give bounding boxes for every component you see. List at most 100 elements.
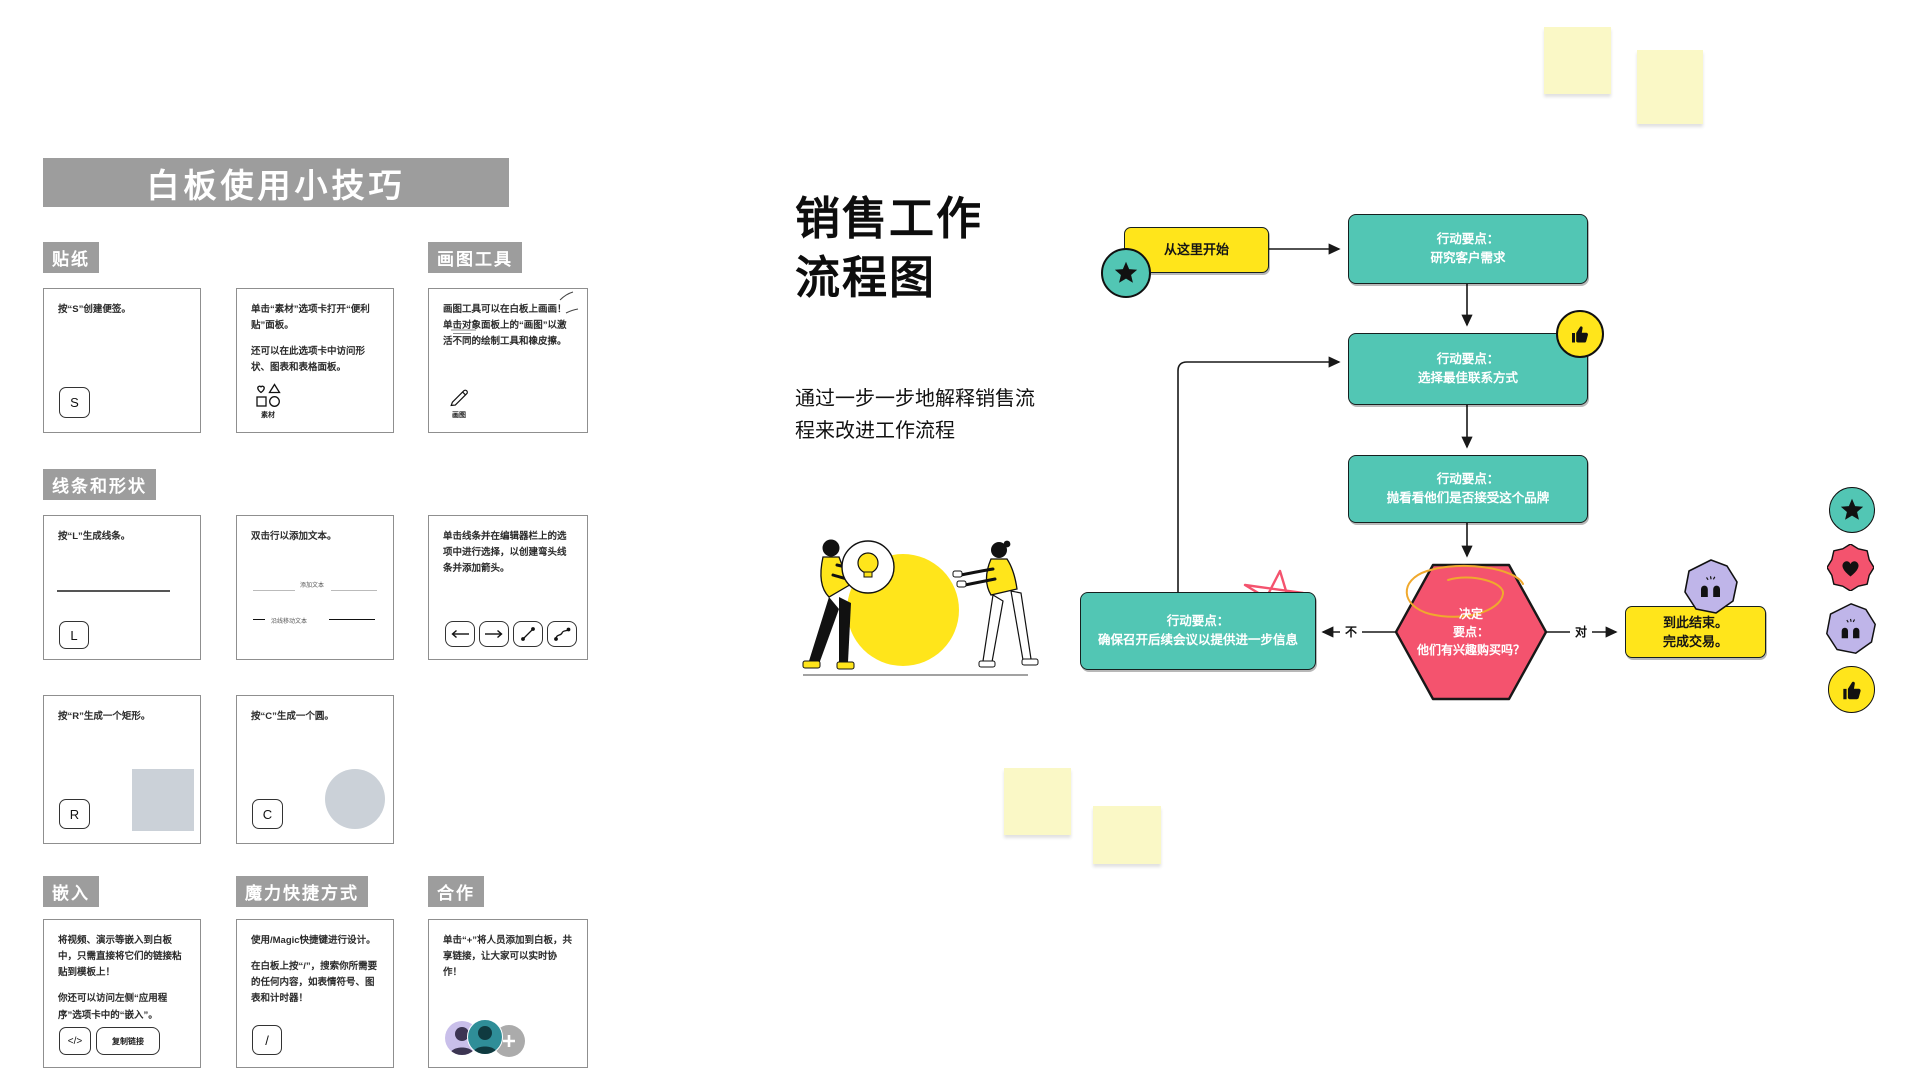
sticker-star[interactable] — [1829, 487, 1875, 533]
illustration-svg — [802, 539, 1039, 676]
assets-shapes-iconblock: 素材 — [255, 382, 281, 420]
sample-line-black-left — [253, 619, 265, 620]
pencil-iconblock: 画图 — [448, 386, 470, 420]
shapes-icon — [256, 383, 281, 407]
collaborator-avatar-2 — [467, 1019, 503, 1055]
end-raised-hands-sticker[interactable] — [1682, 558, 1740, 616]
card-text: 单击“+”将人员添加到白板，共享链接，让大家可以实时协作！ — [443, 935, 573, 979]
node-line: 他们有兴趣购买吗？ — [1416, 643, 1525, 657]
node-brand[interactable]: 行动要点： 抛看看他们是否接受这个品牌 — [1348, 455, 1588, 523]
section-label-collab[interactable]: 合作 — [428, 876, 484, 907]
card-magic-shortcuts-tip[interactable]: 使用/Magic快捷键进行设计。 在白板上按“/”，搜索你所需要的任何内容，如表… — [236, 919, 394, 1068]
contact-thumbs-up-badge[interactable] — [1556, 310, 1604, 358]
pencil-icon — [450, 389, 468, 407]
node-line: 选择最佳联系方式 — [1417, 371, 1518, 385]
keycap-l: L — [59, 621, 89, 649]
tips-title: 白板使用小技巧 — [146, 166, 406, 204]
card-text: 还可以在此选项卡中访问形状、图表和表格面板。 — [251, 346, 366, 374]
card-text: 按“L”生成线条。 — [58, 531, 131, 542]
node-line: 行动要点： — [1166, 613, 1230, 628]
node-start[interactable]: 从这里开始 — [1124, 227, 1269, 273]
card-sticky-note-tip[interactable]: 按“S”创建便签。 S — [43, 288, 201, 433]
section-label-embed[interactable]: 嵌入 — [43, 876, 99, 907]
line-style-button-connector — [513, 621, 543, 647]
sticker-raised-hands[interactable] — [1824, 602, 1878, 656]
card-text: 画图工具可以在白板上画画！单击对象面板上的“画图”以激活不同的绘制工具和橡皮擦。 — [443, 304, 567, 348]
sticker-heart[interactable] — [1827, 544, 1874, 591]
sticky-note[interactable] — [1093, 806, 1161, 864]
card-text: 双击行以添加文本。 — [251, 531, 337, 542]
card-collaborate-tip[interactable]: 单击“+”将人员添加到白板，共享链接，让大家可以实时协作！ — [428, 919, 588, 1068]
card-drawing-tools-tip[interactable]: 画图工具可以在白板上画画！单击对象面板上的“画图”以激活不同的绘制工具和橡皮擦。… — [428, 288, 588, 433]
node-decision[interactable]: 决定 要点： 他们有兴趣购买吗？ — [1396, 565, 1546, 699]
sticky-note[interactable] — [1004, 768, 1071, 835]
assets-icon-label: 素材 — [261, 412, 275, 419]
section-label-magic-shortcuts[interactable]: 魔力快捷方式 — [236, 876, 368, 907]
person-icon — [450, 1027, 474, 1055]
keycap-code: </> — [59, 1027, 91, 1055]
connector-line-icon — [521, 627, 535, 641]
start-star-badge[interactable] — [1101, 248, 1151, 298]
add-collaborator-button — [493, 1025, 525, 1057]
sticky-note[interactable] — [1637, 50, 1703, 124]
thumbs-up-icon — [1842, 681, 1861, 699]
card-text: 在白板上按“/”，搜索你所需要的任何内容，如表情符号、图表和计时器！ — [251, 961, 378, 1005]
node-line: 决定 — [1458, 607, 1483, 621]
edge-followup-loop-contact — [1177, 356, 1341, 592]
card-assets-tip[interactable]: 单击“素材”选项卡打开“便利贴”面板。 还可以在此选项卡中访问形状、图表和表格面… — [236, 288, 394, 433]
arrow-left-line-icon — [451, 629, 469, 639]
node-contact[interactable]: 行动要点： 选择最佳联系方式 — [1348, 333, 1588, 405]
sample-rectangle — [132, 769, 194, 831]
section-label-stickers[interactable]: 贴纸 — [43, 242, 99, 273]
node-line: 研究客户需求 — [1430, 251, 1506, 265]
edge-label-no: 不 — [1340, 623, 1363, 640]
sticker-thumbs-up[interactable] — [1828, 666, 1875, 713]
tips-title-banner[interactable]: 白板使用小技巧 — [43, 158, 509, 207]
flowchart-title[interactable]: 销售工作流程图 — [795, 193, 984, 303]
person-icon — [473, 1026, 497, 1054]
card-elbow-lines-tip[interactable]: 单击线条并在编辑器栏上的选项中进行选择，以创建弯头线条并添加箭头。 — [428, 515, 588, 660]
node-research[interactable]: 行动要点： 研究客户需求 — [1348, 214, 1588, 284]
card-text: 你还可以访问左侧“应用程序”选项卡中的“嵌入”。 — [58, 993, 168, 1021]
illustration-two-people-idea[interactable] — [793, 515, 1043, 685]
sample-line-add-text-label: 添加文本 — [299, 583, 324, 589]
sticky-note[interactable] — [1544, 27, 1611, 94]
raised-hands-icon — [1684, 559, 1738, 614]
card-text: 将视频、演示等嵌入到白板中，只需直接将它们的链接粘贴到模板上！ — [58, 935, 182, 979]
card-line-text-tip[interactable]: 双击行以添加文本。 添加文本 沿线移动文本 — [236, 515, 394, 660]
card-line-tip[interactable]: 按“L”生成线条。 L — [43, 515, 201, 660]
curved-connector-icon — [554, 627, 571, 641]
node-line: 完成交易。 — [1662, 634, 1728, 649]
keycap-s: S — [59, 387, 90, 418]
card-text: 单击“素材”选项卡打开“便利贴”面板。 — [251, 304, 370, 332]
keycap-c: C — [252, 799, 283, 829]
copy-link-button: 复制链接 — [96, 1027, 160, 1055]
card-text: 单击线条并在编辑器栏上的选项中进行选择，以创建弯头线条并添加箭头。 — [443, 531, 567, 575]
node-end[interactable]: 到此结束。 完成交易。 — [1625, 606, 1766, 658]
line-style-button-curve — [547, 621, 577, 647]
section-label-lines-shapes[interactable]: 线条和形状 — [43, 469, 156, 500]
arrow-right-line-icon — [485, 629, 503, 639]
card-rectangle-tip[interactable]: 按“R”生成一个矩形。 R — [43, 695, 201, 844]
card-embed-tip[interactable]: 将视频、演示等嵌入到白板中，只需直接将它们的链接粘贴到模板上！ 你还可以访问左侧… — [43, 919, 201, 1068]
keycap-slash: / — [252, 1025, 282, 1055]
section-label-drawing-tools[interactable]: 画图工具 — [428, 242, 522, 273]
node-line: 到此结束。 — [1662, 614, 1728, 630]
node-line: 要点： — [1452, 625, 1489, 639]
copy-link-label: 复制链接 — [112, 1036, 144, 1046]
line-style-button-plain — [445, 621, 475, 647]
star-icon — [1114, 261, 1138, 283]
node-followup[interactable]: 行动要点： 确保召开后续会议以提供进一步信息 — [1080, 592, 1316, 670]
node-start-label: 从这里开始 — [1163, 242, 1229, 258]
flowchart-subtitle[interactable]: 通过一步一步地解释销售流程来改进工作流程 — [795, 388, 1035, 442]
lightbulb-icon — [857, 552, 879, 574]
sample-line-black-right — [329, 619, 375, 620]
node-line: 行动要点： — [1436, 471, 1500, 486]
node-line: 抛看看他们是否接受这个品牌 — [1386, 491, 1550, 505]
card-circle-tip[interactable]: 按“C”生成一个圆。 C — [236, 695, 394, 844]
card-text: 按“R”生成一个矩形。 — [58, 711, 151, 722]
node-line: 确保召开后续会议以提供进一步信息 — [1097, 633, 1298, 647]
node-line: 行动要点： — [1436, 231, 1500, 246]
node-line: 行动要点： — [1436, 351, 1500, 366]
